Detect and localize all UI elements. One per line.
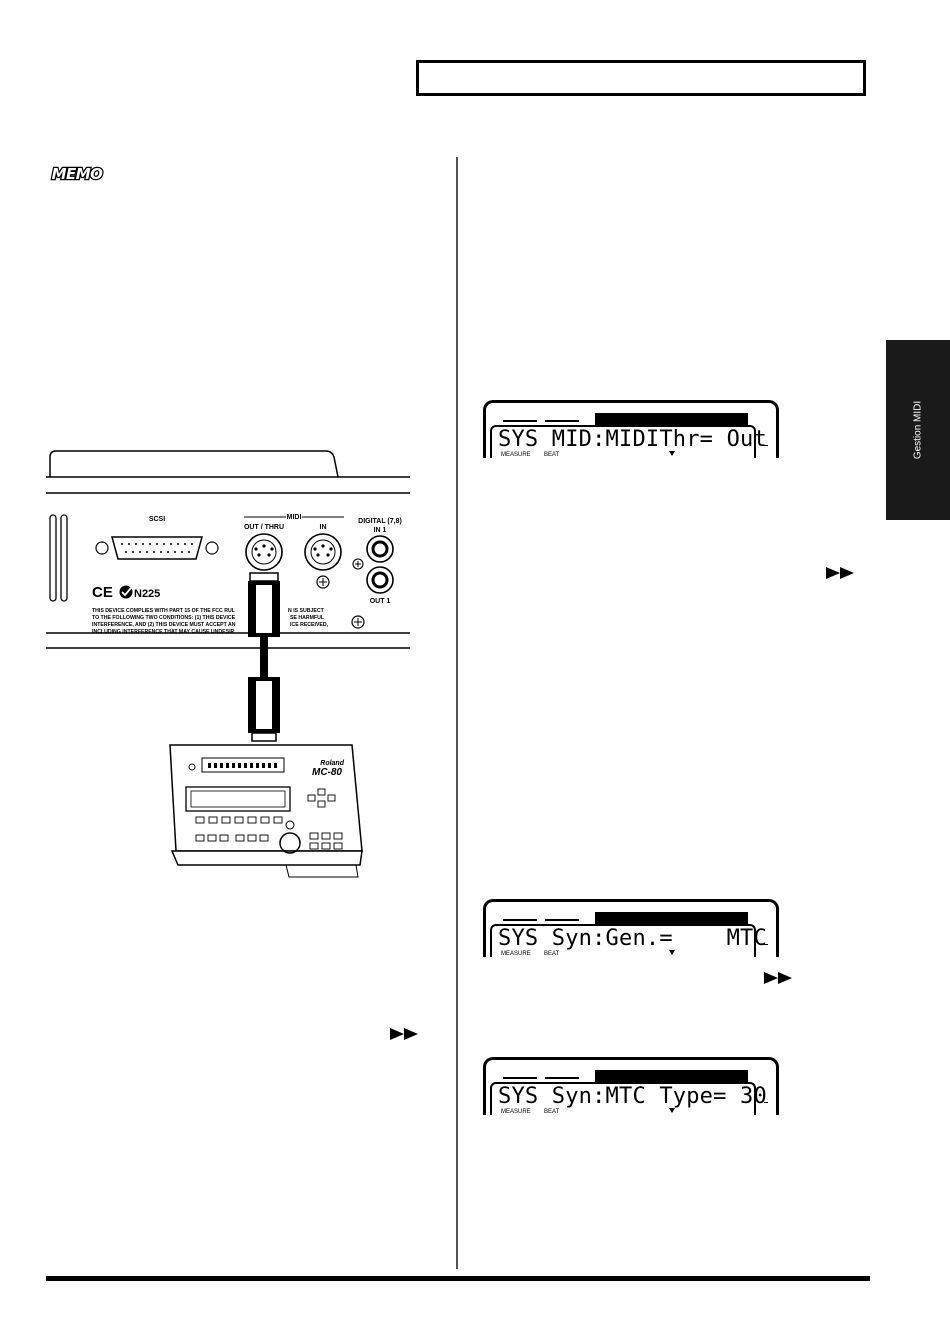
fast-forward-icon xyxy=(764,972,792,984)
device-model: MC-80 xyxy=(312,767,342,778)
device-illustration: Roland MC-80 xyxy=(169,744,363,878)
rear-panel-illustration: SCSI MIDI OUT / THRU IN DIGITAL (7,8) IN… xyxy=(46,450,410,878)
svg-text:INCLUDING INTERFERENCE THAT MA: INCLUDING INTERFERENCE THAT MAY CAUSE UN… xyxy=(92,629,235,635)
scsi-label: SCSI xyxy=(149,516,165,523)
footer-rule xyxy=(46,1276,870,1281)
lcd-measure-label: MEASURE xyxy=(501,452,531,458)
svg-text:N IS SUBJECT: N IS SUBJECT xyxy=(288,608,325,614)
lcd-cursor-icon xyxy=(669,451,675,456)
svg-text:THIS DEVICE COMPLIES WITH PART: THIS DEVICE COMPLIES WITH PART 15 OF THE… xyxy=(92,608,236,614)
lcd-cursor-icon xyxy=(669,950,675,955)
svg-text:TO THE FOLLOWING TWO CONDITION: TO THE FOLLOWING TWO CONDITIONS: (1) THI… xyxy=(92,615,236,621)
lcd-display-sync-gen: SYS Syn:Gen.= MTC MEASURE BEAT xyxy=(483,899,779,957)
lcd-beat-label: BEAT xyxy=(544,1109,560,1115)
svg-text:ICE RECEIVED,: ICE RECEIVED, xyxy=(290,622,329,628)
device-brand: Roland xyxy=(320,760,344,767)
fast-forward-icon xyxy=(390,1028,418,1040)
lcd-measure-label: MEASURE xyxy=(501,951,531,957)
digital-out-label: OUT 1 xyxy=(370,598,391,605)
svg-text:INTERFERENCE, AND (2) THIS DEV: INTERFERENCE, AND (2) THIS DEVICE MUST A… xyxy=(92,622,236,628)
fast-forward-icon xyxy=(826,567,854,579)
side-tab-label: Gestion MIDI xyxy=(912,400,924,460)
lcd-beat-label: BEAT xyxy=(544,452,560,458)
svg-text:SE HARMFUL: SE HARMFUL xyxy=(290,615,325,621)
lcd-display-midi-thru: SYS MID:MIDIThr= Out MEASURE BEAT xyxy=(483,400,779,458)
lcd-text: SYS Syn:MTC Type= 30 xyxy=(498,1084,767,1109)
lcd-text: SYS Syn:Gen.= MTC xyxy=(498,926,767,951)
cert-label: N225 xyxy=(134,588,160,600)
digital-in-label: IN 1 xyxy=(374,527,387,534)
digital-label: DIGITAL (7,8) xyxy=(358,518,402,525)
section-title-box xyxy=(416,60,866,96)
lcd-measure-label: MEASURE xyxy=(501,1109,531,1115)
lcd-cursor-icon xyxy=(669,1108,675,1113)
out-thru-label: OUT / THRU xyxy=(244,524,284,531)
midi-label: MIDI xyxy=(287,514,302,521)
in-label: IN xyxy=(320,524,327,531)
memo-icon: MEMO xyxy=(50,164,104,185)
column-divider xyxy=(456,157,458,1269)
lcd-beat-label: BEAT xyxy=(544,951,560,957)
lcd-text: SYS MID:MIDIThr= Out xyxy=(498,427,767,452)
chapter-side-tab[interactable]: Gestion MIDI xyxy=(886,340,950,520)
ce-mark: CE xyxy=(92,584,113,601)
lcd-display-mtc-type: SYS Syn:MTC Type= 30 MEASURE BEAT xyxy=(483,1057,779,1115)
